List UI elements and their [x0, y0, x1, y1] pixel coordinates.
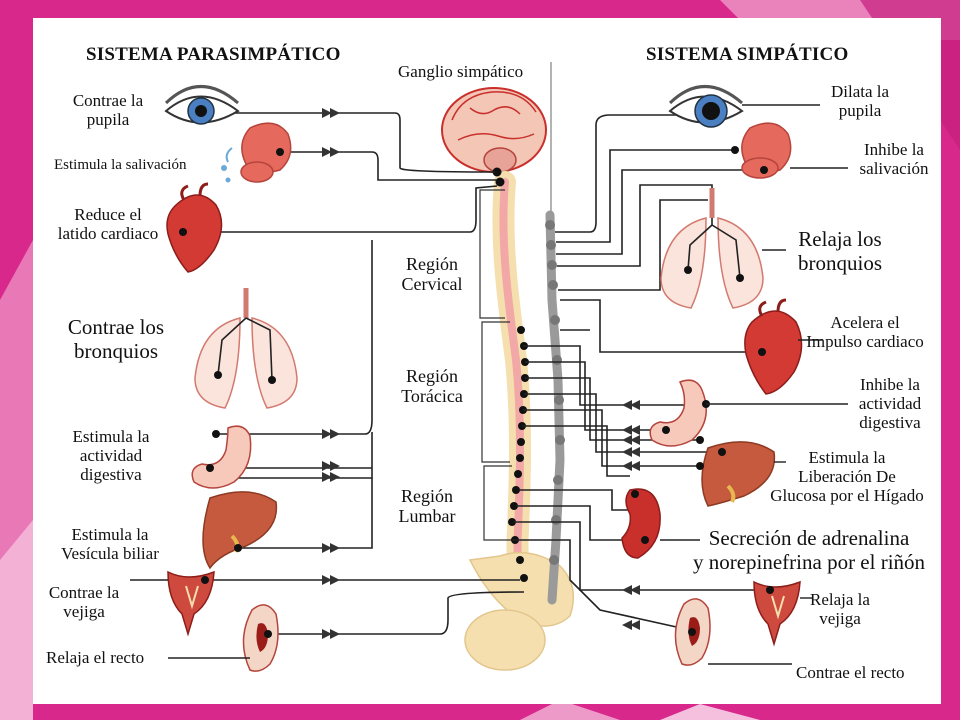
- stomach-icon: [649, 379, 710, 447]
- eye-icon: [668, 85, 744, 128]
- rectum-icon: [674, 598, 711, 666]
- label-stimulate-digestion: Estimula la actividad digestiva: [72, 427, 150, 485]
- lungs-icon: [194, 288, 298, 409]
- liver-icon: [202, 491, 278, 570]
- label-contract-bladder: Contrae la vejiga: [48, 583, 120, 622]
- label-stimulate-gallbladder: Estimula la Vesícula biliar: [61, 525, 159, 564]
- sympathetic-ganglia: [622, 400, 640, 630]
- label-slow-heartbeat: Reduce el latido cardiaco: [57, 205, 159, 244]
- bladder-icon: [753, 580, 801, 647]
- label-inhibit-salivation: Inhibe la salivación: [859, 140, 929, 179]
- kidney-icon: [621, 488, 661, 559]
- salivary-gland-icon: [221, 122, 292, 183]
- label-glucose-release: Estimula la Liberación De Glucosa por el…: [770, 448, 924, 506]
- salivary-gland-icon: [731, 122, 792, 179]
- region-cervical-label: Región Cervical: [401, 254, 463, 295]
- eye-icon: [164, 85, 240, 125]
- liver-icon: [696, 441, 776, 507]
- heart-icon: [166, 182, 223, 273]
- label-leader-lines: [130, 104, 848, 665]
- label-constrict-bronchi: Contrae los bronquios: [67, 315, 165, 363]
- heart-icon: [744, 298, 803, 395]
- region-brackets: [479, 189, 512, 541]
- region-lumbar-label: Región Lumbar: [398, 486, 456, 527]
- label-constrict-pupil: Contrae la pupila: [72, 91, 144, 130]
- label-dilate-pupil: Dilata la pupila: [830, 82, 890, 121]
- sympathetic-nerves: [512, 114, 770, 631]
- ganglion-label: Ganglio simpático: [398, 62, 524, 81]
- label-accelerate-heart: Acelera el Impulso cardiaco: [806, 313, 924, 352]
- sympathetic-chain-icon: [545, 62, 565, 605]
- label-contract-rectum: Contrae el recto: [796, 663, 905, 682]
- rectum-icon: [242, 604, 279, 672]
- label-inhibit-digestion: Inhibe la actividad digestiva: [858, 375, 922, 433]
- stomach-icon: [191, 425, 252, 489]
- label-relax-rectum: Relaja el recto: [46, 648, 145, 667]
- spinal-cord-icon: [464, 171, 575, 671]
- label-relax-bronchi: Relaja los bronquios: [798, 227, 882, 275]
- parasympathetic-nerves: [183, 112, 525, 635]
- lungs-icon: [660, 188, 764, 309]
- sympathetic-header: SISTEMA SIMPÁTICO: [646, 44, 849, 65]
- spinal-nerve-roots: [492, 167, 529, 582]
- label-relax-bladder: Relaja la vejiga: [810, 590, 870, 629]
- parasympathetic-ganglia: [322, 108, 340, 639]
- label-adrenaline-secretion: Secreción de adrenalina y norepinefrina …: [692, 526, 926, 574]
- label-stimulate-salivation: Estimula la salivación: [54, 157, 187, 173]
- brain-icon: [441, 87, 547, 173]
- region-thoracic-label: Región Torácica: [401, 366, 463, 407]
- parasympathetic-header: SISTEMA PARASIMPÁTICO: [86, 44, 341, 65]
- bladder-icon: [167, 570, 215, 637]
